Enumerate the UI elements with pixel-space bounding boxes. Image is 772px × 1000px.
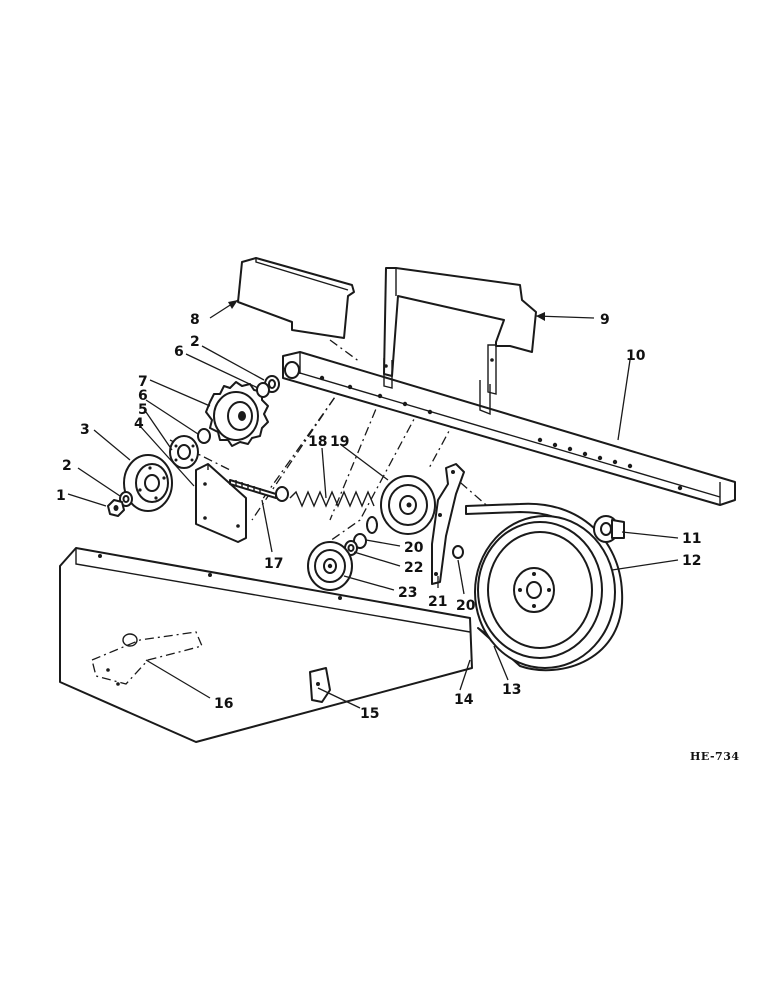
callout-1: 1 — [56, 488, 66, 504]
frame-holes — [319, 375, 683, 491]
callout-6-lower: 6 — [138, 388, 148, 404]
callout-18: 18 — [308, 434, 327, 450]
callout-23: 23 — [398, 585, 417, 601]
callout-9: 9 — [600, 312, 610, 328]
part-19-idler-pulley — [380, 475, 436, 535]
callout-21: 21 — [428, 594, 447, 610]
assembly-centerlines — [169, 339, 493, 549]
part-3-hub-disc — [123, 454, 173, 512]
part-6-bushing-upper — [256, 382, 270, 398]
leader-lines — [67, 299, 679, 709]
callout-13: 13 — [502, 682, 521, 698]
callout-11: 11 — [682, 531, 701, 547]
part-10-frame-bar — [282, 351, 736, 506]
callout-labels: 1 2 2 3 4 5 6 6 7 8 9 10 11 12 13 14 15 … — [56, 312, 701, 722]
callout-4: 4 — [134, 416, 144, 432]
part-9-bracket — [383, 267, 537, 416]
part-20-spacer-lower — [452, 545, 464, 559]
callout-16: 16 — [214, 696, 233, 712]
part-17-rod — [229, 479, 289, 502]
part-8-shield — [237, 257, 355, 339]
part-7-sprocket — [205, 381, 269, 447]
part-18-spring — [289, 490, 378, 534]
part-2-washer-lower — [119, 491, 133, 507]
drawing-number: HE-734 — [690, 750, 740, 763]
part-4-bracket-plate — [195, 463, 247, 543]
callout-15: 15 — [360, 706, 379, 722]
callout-14: 14 — [454, 692, 474, 708]
callout-22: 22 — [404, 560, 423, 576]
part-16-shield-bracket — [91, 631, 203, 686]
callout-6-upper: 6 — [174, 344, 184, 360]
part-15-clip — [309, 667, 331, 703]
part-11-hub — [593, 515, 625, 543]
callout-8: 8 — [190, 312, 200, 328]
callout-2-lower: 2 — [62, 458, 72, 474]
part-12-large-pulley — [474, 515, 616, 669]
part-14-lower-shield — [59, 547, 473, 743]
callout-10: 10 — [626, 348, 646, 364]
callout-7: 7 — [138, 374, 148, 390]
part-1-nut — [107, 499, 125, 517]
part-5-flange — [169, 435, 199, 469]
part-21-arm — [431, 463, 465, 585]
callout-3: 3 — [80, 422, 90, 438]
callout-20-lower: 20 — [456, 598, 476, 614]
callout-17: 17 — [264, 556, 283, 572]
callout-20-upper: 20 — [404, 540, 424, 556]
part-6-bushing-lower — [197, 428, 211, 444]
callout-12: 12 — [682, 553, 701, 569]
callout-2-upper: 2 — [190, 334, 200, 350]
callout-19: 19 — [330, 434, 349, 450]
part-23-small-pulley — [307, 541, 353, 591]
callout-5: 5 — [138, 402, 148, 418]
